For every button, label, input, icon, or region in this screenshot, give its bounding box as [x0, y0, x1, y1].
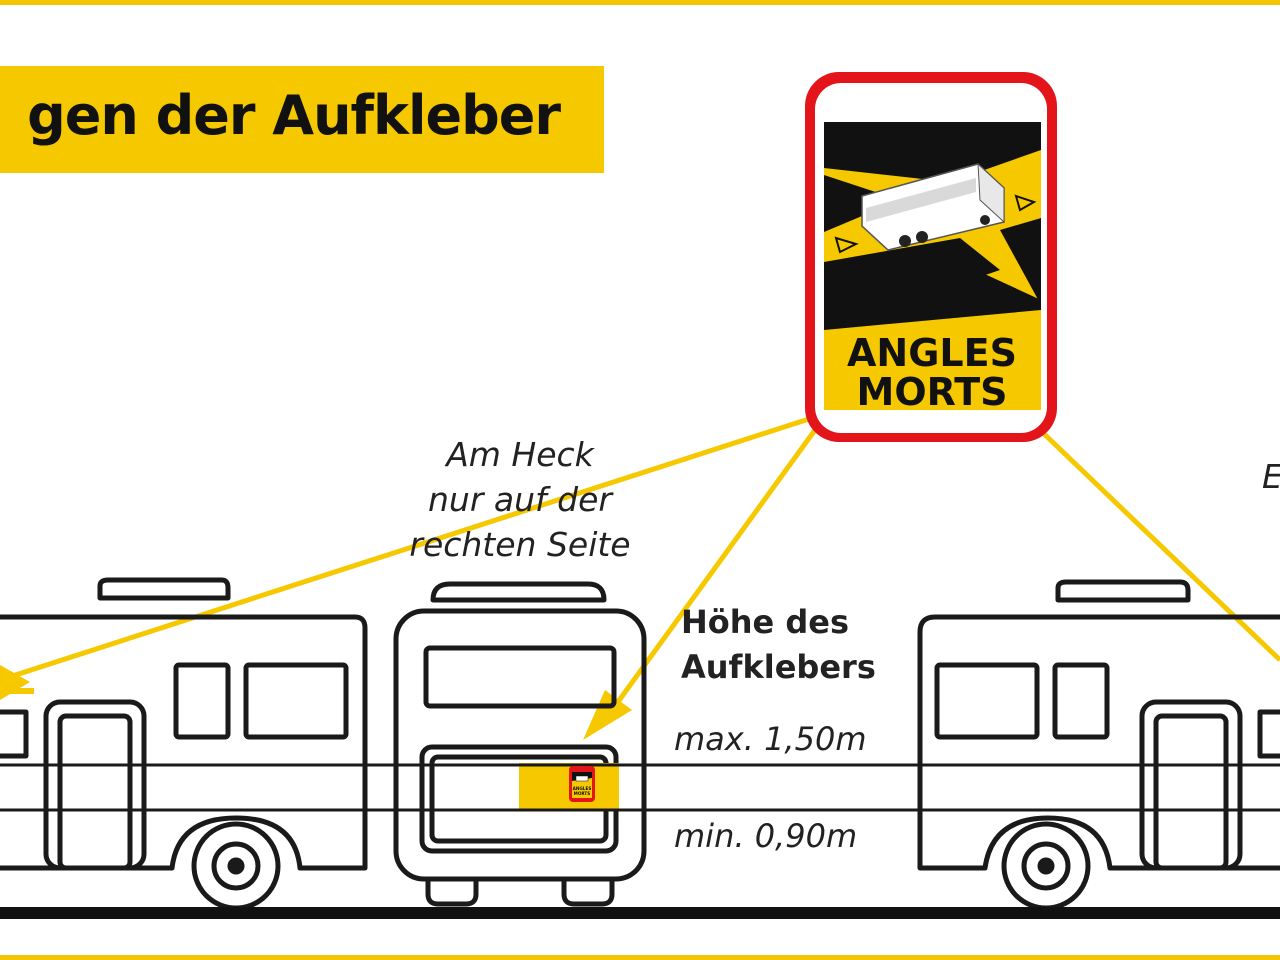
bus-icon — [861, 162, 1005, 251]
svg-text:!: ! — [965, 281, 972, 300]
sticker-illustration: ! ! — [824, 122, 1041, 330]
vehicle-rear-view — [393, 581, 647, 907]
bottom-border — [0, 955, 1280, 960]
warning-triangle-icon: ! — [949, 267, 1019, 305]
page-title: gen der Aufkleber — [27, 84, 561, 147]
max-height-label: max. 1,50m — [674, 720, 866, 758]
svg-text:!: ! — [862, 156, 867, 167]
warning-triangle-icon — [834, 236, 859, 254]
pointer-line-left — [0, 415, 813, 683]
sticker-header: ATTENTION — [833, 85, 1030, 121]
ground-line — [0, 907, 1280, 919]
top-border — [0, 0, 1280, 5]
pointer-line-rear — [612, 428, 818, 708]
pointer-lines — [0, 415, 1280, 708]
arrowhead-rear — [583, 690, 632, 740]
height-title-line2: Aufklebers — [681, 648, 876, 686]
mini-sticker: ANGLES MORTS — [569, 766, 595, 802]
title-banner: gen der Aufkleber — [0, 66, 604, 173]
vehicle-right-side — [917, 579, 1280, 911]
mini-sticker-line2: MORTS — [574, 791, 591, 796]
rear-label-line2: nur auf der — [428, 480, 614, 519]
sticker-marker-left — [0, 688, 34, 694]
right-partial-label: E — [1262, 457, 1280, 496]
warning-triangle-icon: ! — [847, 146, 890, 172]
sticker-line2: MORTS — [857, 370, 1008, 414]
mini-sticker-line1: ANGLES — [573, 786, 592, 791]
vehicle-left-side — [0, 577, 368, 911]
warning-triangle-icon — [1014, 194, 1037, 212]
min-height-label: min. 0,90m — [674, 817, 857, 855]
rear-label-line3: rechten Seite — [409, 525, 630, 564]
angles-morts-sticker: ! ! ATTENTION ANGLES MORTS — [805, 72, 1057, 442]
sticker-line1: ANGLES — [847, 331, 1017, 375]
pointer-line-right — [1038, 428, 1280, 662]
rear-label-line1: Am Heck — [444, 435, 595, 474]
height-title-line1: Höhe des — [681, 603, 849, 641]
